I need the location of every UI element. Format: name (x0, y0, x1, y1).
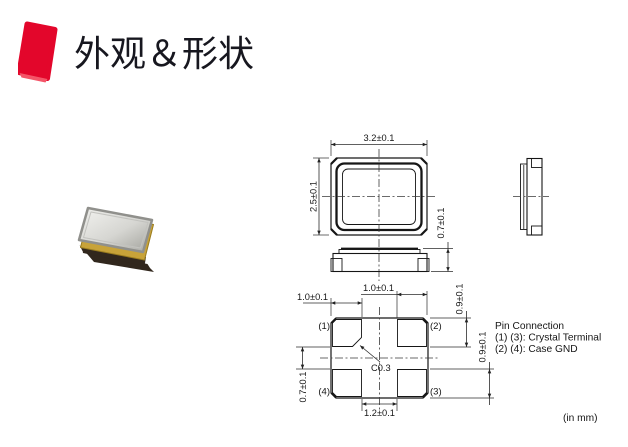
dim-pad-pitch-horizontal: 1.2±0.1 (361, 399, 398, 418)
dim-pad-height-bottom-label: 0.9±0.1 (478, 332, 488, 363)
dim-pad-width-right-label: 1.0±0.1 (363, 283, 394, 293)
pad-4 (332, 369, 362, 397)
bottom-view: (1) (2) (3) (4) (318, 307, 442, 410)
brand-icon-shape (19, 24, 55, 79)
dim-pad-width-left-label: 1.0±0.1 (297, 292, 328, 302)
brand-icon-fold (19, 73, 48, 83)
pin-label-2: (2) (430, 321, 442, 332)
dim-pad-height-top-label: 0.9±0.1 (455, 284, 465, 315)
pad-3 (397, 369, 427, 397)
pin-connection-line2: (2) (4): Case GND (495, 344, 578, 355)
dim-body-height: 2.5±0.1 (309, 157, 329, 236)
right-side-view-pad-bottom (531, 225, 543, 236)
units-note: (in mm) (563, 413, 598, 424)
pad-2 (397, 319, 427, 347)
pad-1 (332, 319, 362, 347)
photo-lid-top-face (83, 211, 149, 249)
right-side-view (513, 157, 549, 236)
technical-drawing: 3.2±0.1 2.5±0.1 0.7±0.1 (296, 133, 601, 424)
side-view-pad-right (417, 258, 430, 272)
dim-pad-height-bottom: 0.9±0.1 (430, 332, 494, 405)
dim-pad-width-right: 1.0±0.1 (361, 283, 428, 318)
dim-pad-gap-vertical: 0.7±0.1 (296, 346, 330, 403)
chamfer-callout: C0.3 (359, 345, 391, 373)
pin-label-4: (4) (318, 387, 330, 398)
dim-pad-gap-vertical-label: 0.7±0.1 (298, 372, 308, 403)
top-view-corner-chamfers (330, 157, 428, 236)
chamfer-callout-label: C0.3 (371, 363, 391, 373)
brand-icon-shape-outline (18, 21, 58, 81)
side-view-lid (338, 249, 421, 254)
product-photo (77, 206, 154, 272)
pin-connection-line1: (1) (3): Crystal Terminal (495, 333, 601, 344)
dim-pad-pitch-horizontal-label: 1.2±0.1 (364, 408, 395, 418)
brand-icon (18, 21, 58, 83)
dim-body-height-label: 2.5±0.1 (309, 181, 319, 212)
right-side-view-pad-top (531, 158, 543, 168)
pin-label-1: (1) (318, 321, 330, 332)
page-title: 外观＆形状 (74, 33, 255, 74)
dim-pad-width-left: 1.0±0.1 (297, 292, 363, 317)
side-view-pad-left (330, 258, 343, 272)
dim-pad-height-top: 0.9±0.1 (430, 284, 471, 348)
pin-label-3: (3) (430, 387, 442, 398)
top-view (322, 149, 436, 281)
dim-body-width: 3.2±0.1 (330, 133, 428, 156)
pin-connection-note: Pin Connection (1) (3): Crystal Terminal… (495, 321, 601, 355)
dim-body-thickness-label: 0.7±0.1 (436, 208, 446, 239)
dim-body-width-label: 3.2±0.1 (364, 133, 395, 143)
bottom-view-corner-chamfers (330, 317, 429, 399)
dim-body-thickness: 0.7±0.1 (423, 208, 453, 272)
side-view (330, 247, 430, 273)
pin-connection-title: Pin Connection (495, 321, 564, 332)
side-view-body (332, 252, 428, 273)
